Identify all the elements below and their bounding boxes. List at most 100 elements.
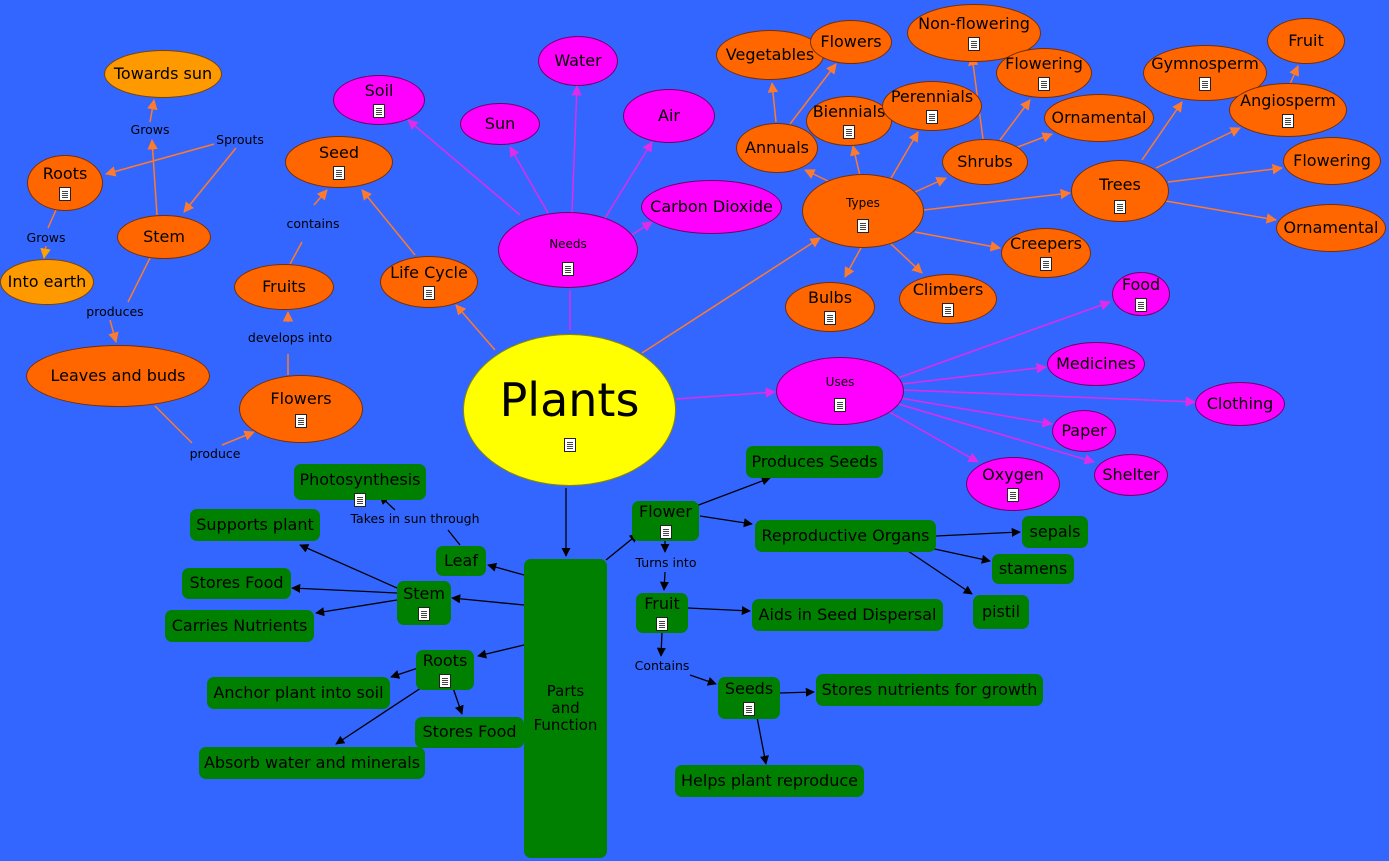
part-photosynthesis[interactable]: Photosynthesis [294,464,426,507]
need-sun[interactable]: Sun [460,103,540,145]
tree-angiosperm[interactable]: Angiosperm [1229,83,1347,137]
type-shrubs[interactable]: Shrubs [942,139,1028,185]
tree-gymnosperm[interactable]: Gymnosperm [1143,45,1267,101]
need-air[interactable]: Air [623,89,715,143]
link-label-contains-p: Contains [632,658,692,674]
document-icon[interactable] [834,397,846,412]
part-stores-food-2[interactable]: Stores Food [415,717,524,748]
use-shelter[interactable]: Shelter [1094,454,1168,496]
lc-roots[interactable]: Roots [27,155,103,211]
central-node-plants[interactable]: Plants [463,334,676,486]
use-food[interactable]: Food [1112,272,1170,316]
part-flower[interactable]: Flower [632,501,699,541]
document-icon[interactable] [824,310,836,325]
needs-links [407,84,653,330]
part-absorb-water[interactable]: Absorb water and minerals [199,747,425,779]
tree-fruit[interactable]: Fruit [1267,18,1345,64]
document-icon[interactable] [1135,297,1147,312]
type-flowers[interactable]: Flowers [810,20,892,64]
use-medicines[interactable]: Medicines [1047,342,1145,386]
needs-node[interactable]: Needs [498,212,638,288]
document-icon[interactable] [354,492,366,507]
type-climbers[interactable]: Climbers [899,274,997,324]
part-anchor-plant[interactable]: Anchor plant into soil [207,677,390,709]
part-leaf[interactable]: Leaf [436,546,486,576]
anchor-label: Anchor plant into soil [213,682,384,702]
part-supports-plant[interactable]: Supports plant [190,509,320,541]
life-cycle-node[interactable]: Life Cycle [380,256,478,308]
part-roots[interactable]: Roots [416,650,474,690]
document-icon[interactable] [743,701,755,716]
type-trees[interactable]: Trees [1071,160,1169,222]
need-water[interactable]: Water [538,36,618,86]
tree-flowering[interactable]: Flowering [1283,137,1381,185]
needs-label: Needs [549,237,587,252]
document-icon[interactable] [843,124,855,139]
part-sepals[interactable]: sepals [1022,516,1088,548]
part-produces-seeds[interactable]: Produces Seeds [746,446,883,478]
trees-label: Trees [1099,174,1141,194]
document-icon[interactable] [373,103,385,118]
document-icon[interactable] [423,285,435,300]
shrub-ornamental[interactable]: Ornamental [1044,94,1154,142]
lc-fruits[interactable]: Fruits [234,264,334,310]
part-seed-dispersal[interactable]: Aids in Seed Dispersal [752,599,943,631]
type-creepers[interactable]: Creepers [1001,228,1091,278]
document-icon[interactable] [562,261,574,276]
use-paper[interactable]: Paper [1052,410,1116,452]
document-icon[interactable] [59,186,71,201]
part-carries-nutrients[interactable]: Carries Nutrients [165,610,314,642]
tree-ornamental[interactable]: Ornamental [1276,204,1386,252]
document-icon[interactable] [418,606,430,621]
part-stores-nutrients[interactable]: Stores nutrients for growth [816,674,1043,706]
uses-node[interactable]: Uses [776,357,904,425]
document-icon[interactable] [1040,256,1052,271]
document-icon[interactable] [857,219,869,234]
use-oxygen[interactable]: Oxygen [966,457,1060,511]
document-icon[interactable] [942,302,954,317]
stamens-label: stamens [998,558,1068,578]
document-icon[interactable] [926,109,938,124]
part-stamens[interactable]: stamens [992,554,1074,584]
document-icon[interactable] [659,524,672,539]
document-icon[interactable] [439,673,451,688]
part-stores-food-1[interactable]: Stores Food [182,568,291,599]
type-vegetables[interactable]: Vegetables [716,30,824,80]
document-icon[interactable] [1282,113,1294,128]
document-icon[interactable] [1007,487,1019,502]
use-clothing[interactable]: Clothing [1195,382,1285,426]
part-fruit[interactable]: Fruit [636,593,688,633]
document-icon[interactable] [563,438,576,453]
document-icon[interactable] [295,414,307,429]
type-perennials[interactable]: Perennials [882,81,982,131]
document-icon[interactable] [333,165,345,180]
need-carbon-dioxide[interactable]: Carbon Dioxide [641,180,782,234]
lc-towards-sun[interactable]: Towards sun [104,50,222,98]
type-bulbs[interactable]: Bulbs [785,282,875,332]
parts-and-function-node[interactable]: Parts and Function [524,559,607,858]
lc-into-earth[interactable]: Into earth [0,259,94,305]
lc-leaves-and-buds[interactable]: Leaves and buds [26,345,210,407]
part-helps-reproduce[interactable]: Helps plant reproduce [675,765,864,797]
document-icon[interactable] [1038,76,1050,91]
document-icon[interactable] [1114,200,1126,215]
medicines-label: Medicines [1056,353,1136,373]
part-pistil[interactable]: pistil [973,595,1029,629]
document-icon[interactable] [1199,76,1211,91]
need-water-label: Water [554,50,602,70]
need-soil[interactable]: Soil [333,75,425,125]
shrub-non-flowering[interactable]: Non-flowering [907,4,1041,62]
type-biennials[interactable]: Biennials [806,96,892,146]
part-seeds[interactable]: Seeds [718,677,780,719]
lc-stem[interactable]: Stem [117,215,211,259]
types-node[interactable]: Types [802,174,924,248]
shrub-flowering[interactable]: Flowering [996,48,1092,98]
document-icon[interactable] [656,616,668,631]
shrub-ornamental-label: Ornamental [1051,107,1147,127]
lc-flowers[interactable]: Flowers [239,375,363,443]
document-icon[interactable] [968,36,980,51]
type-annuals[interactable]: Annuals [736,123,818,173]
part-stem[interactable]: Stem [397,581,451,625]
part-reproductive-organs[interactable]: Reproductive Organs [755,520,936,552]
lc-seed[interactable]: Seed [285,136,393,188]
